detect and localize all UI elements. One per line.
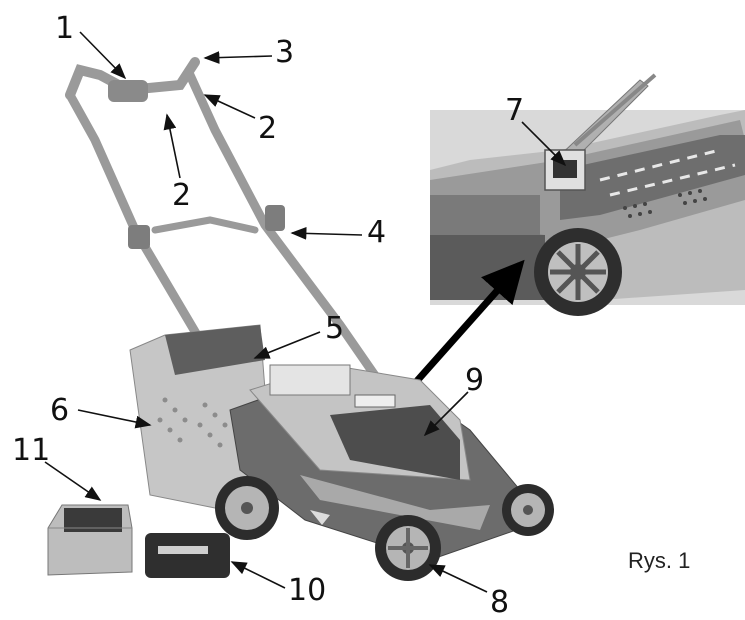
callout-9: 9 (423, 363, 484, 437)
callout-3: 3 (203, 35, 294, 70)
callout-label-3: 3 (275, 35, 294, 70)
callout-1: 1 (55, 11, 127, 80)
callout-label-4: 4 (367, 215, 386, 250)
callout-7: 7 (505, 93, 567, 167)
callout-2b: 2 (203, 94, 277, 146)
callout-label-6: 6 (50, 393, 69, 428)
figure-caption: Rys. 1 (628, 548, 691, 573)
callout-label-2b: 2 (258, 111, 277, 146)
callout-8: 8 (428, 564, 509, 620)
lawnmower (65, 57, 554, 581)
detail-wheel (534, 228, 622, 316)
callout-label-5: 5 (325, 311, 344, 346)
callout-label-7: 7 (505, 93, 524, 128)
callout-5: 5 (253, 311, 344, 359)
callout-10: 10 (230, 561, 326, 608)
callout-label-2a: 2 (172, 178, 191, 213)
wheel-front-right (502, 484, 554, 536)
callout-2a: 2 (163, 113, 191, 213)
handle-knobs (108, 80, 285, 249)
callout-6: 6 (50, 393, 152, 429)
battery-pack (145, 533, 230, 578)
grass-box (129, 324, 271, 511)
callout-4: 4 (290, 215, 386, 250)
detail-dot-pattern (623, 189, 707, 218)
callout-label-10: 10 (288, 573, 326, 608)
battery-charger (47, 504, 133, 576)
callout-label-9: 9 (465, 363, 484, 398)
callout-label-11: 11 (12, 433, 50, 468)
mower-deck (229, 364, 546, 561)
wheel-front-left (375, 515, 441, 581)
wheel-rear-left (215, 476, 279, 540)
callout-label-8: 8 (490, 585, 509, 620)
detail-inset (430, 73, 745, 316)
callout-label-1: 1 (55, 11, 74, 46)
detail-pointer-arrow (397, 259, 525, 403)
callout-11: 11 (12, 433, 102, 501)
